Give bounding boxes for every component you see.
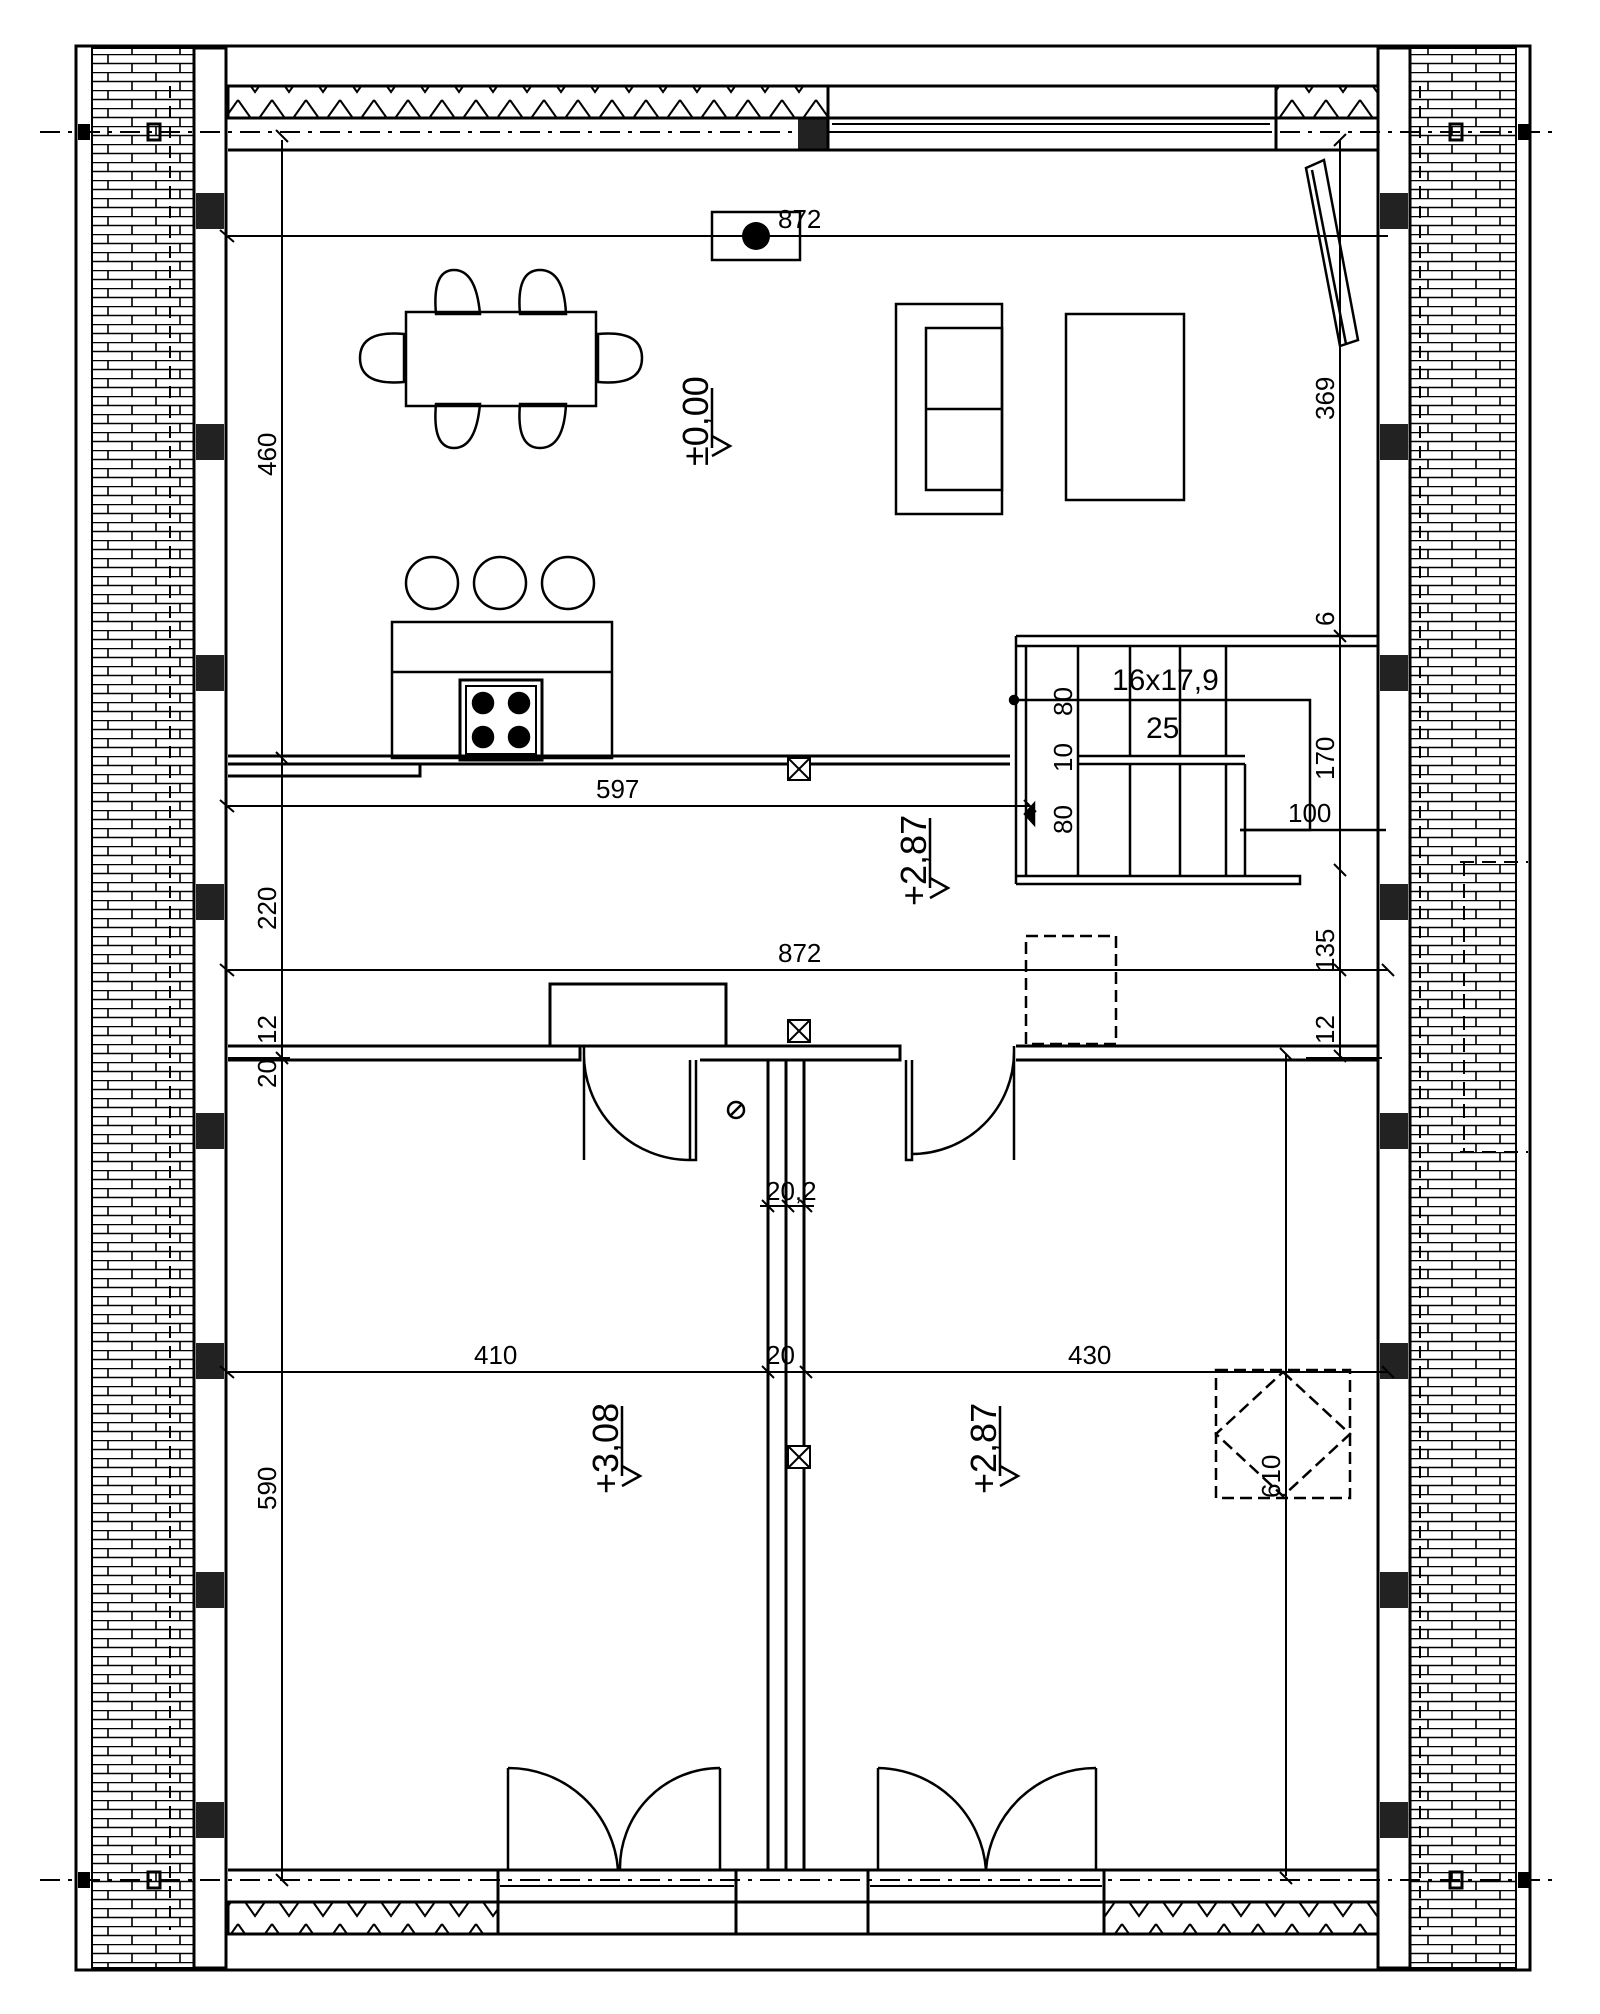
dim-left-lower: 590 [252,1467,282,1510]
dim-stair-length: 170 [1310,737,1340,780]
dim-left-wall-b: 20 [252,1059,282,1088]
dim-partition-mid: 20 [766,1340,795,1370]
dim-partition-upper: 20,2 [766,1176,817,1206]
dim-right-room-width: 430 [1068,1340,1111,1370]
dim-stair-gap: 6 [1310,612,1340,626]
plumbing-shafts [787,757,811,1469]
level-hall: +2,87 [893,815,934,906]
right-exterior-wall [1376,46,1528,1970]
dim-stair-landing: 10 [1048,743,1078,772]
wall-posts [196,118,1408,1838]
coffee-table [1064,312,1186,502]
dimension-lines [219,129,1395,1887]
outer-frame [74,44,1532,1972]
dim-left-upper: 460 [252,433,282,476]
axis-markers [78,122,1530,1890]
staircase [1008,634,1386,886]
kitchen-island [390,555,614,762]
dim-top-width: 872 [778,204,821,234]
roof-window-tilted [1304,158,1360,348]
dim-right-middle: 135 [1310,929,1340,972]
stair-spec: 16x17,9 [1112,664,1219,697]
dim-left-room-width: 410 [474,1340,517,1370]
dim-right-wall: 12 [1310,1015,1340,1044]
left-exterior-wall [91,46,228,1970]
dim-left-middle: 220 [252,887,282,930]
interior-walls [228,754,1380,1870]
level-living: ±0,00 [675,376,716,466]
doors [506,1046,1098,1871]
dim-right-upper: 369 [1310,377,1340,420]
dim-right-lower: 610 [1256,1455,1286,1498]
dim-left-wall-a: 12 [252,1015,282,1044]
dim-stair-width: 100 [1288,798,1331,828]
bottom-wall [226,1868,1380,1936]
dining-set [358,268,644,450]
dim-middle-width: 872 [778,938,821,968]
dim-kitchen-width: 597 [596,774,639,804]
level-room-right: +2,87 [963,1403,1004,1494]
sofa [894,302,1004,516]
level-markers [620,388,1021,1488]
dim-stair-run-lower: 80 [1048,805,1078,834]
roof-windows [1024,934,1352,1500]
top-wall [226,84,1380,152]
level-room-left: +3,08 [585,1403,626,1494]
dim-stair-run-upper: 80 [1048,687,1078,716]
stair-going: 25 [1146,712,1179,745]
